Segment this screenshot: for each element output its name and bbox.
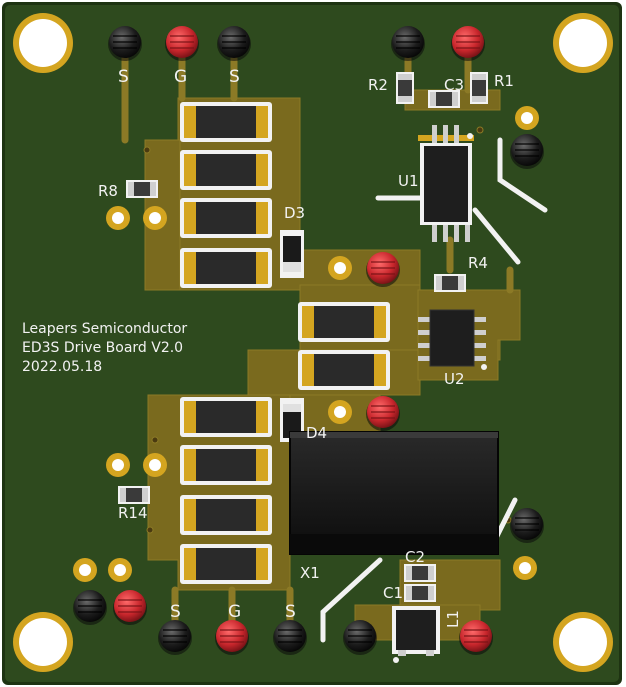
small-smd-5: [434, 274, 466, 292]
small-smd-4: [126, 180, 158, 198]
transformer-x1: [289, 431, 499, 555]
big-smd-5: [298, 302, 390, 342]
silk-bottom-pin-3: S: [285, 602, 296, 622]
small-smd-7: [404, 564, 436, 582]
silk-d3: D3: [284, 204, 305, 222]
big-smd-8: [180, 445, 272, 485]
silk-date: 2022.05.18: [22, 359, 102, 375]
ic-u2: [418, 309, 487, 370]
silk-l1: L1: [444, 610, 462, 628]
silk-x1: X1: [300, 564, 320, 582]
big-smd-6: [298, 350, 390, 390]
silk-r4: R4: [468, 254, 488, 272]
header-posts: [73, 26, 544, 655]
post-black-4: [391, 26, 425, 61]
small-smd-8: [404, 584, 436, 602]
silk-u1: U1: [398, 172, 419, 190]
silk-c1: C1: [383, 584, 403, 602]
inductor-l1: [392, 606, 440, 663]
silk-r8: R8: [98, 182, 118, 200]
mounting-holes: [13, 13, 613, 672]
vias: [143, 126, 512, 534]
post-red-5: [451, 26, 485, 61]
small-smd-2: [470, 72, 488, 104]
small-smd-1: [396, 72, 414, 104]
post-red-10: [113, 590, 147, 625]
post-black-14: [343, 620, 377, 655]
silk-r14: R14: [118, 504, 148, 522]
silk-u2: U2: [444, 370, 465, 388]
silk-r2: R2: [368, 76, 388, 94]
big-smd-9: [180, 495, 272, 535]
big-smd-4: [180, 248, 272, 288]
big-smd-10: [180, 544, 272, 584]
small-smd-parts: [118, 72, 488, 602]
silk-c3: C3: [444, 76, 464, 94]
silk-bottom-pin-1: S: [170, 602, 181, 622]
silk-c2: C2: [405, 548, 425, 566]
post-red-8: [366, 396, 400, 431]
silk-lines: [320, 137, 548, 643]
silk-company: Leapers Semiconductor: [22, 321, 187, 337]
big-smd-2: [180, 150, 272, 190]
post-black-11: [158, 620, 192, 655]
post-red-15: [459, 620, 493, 655]
small-smd-6: [118, 486, 150, 504]
silk-d4: D4: [306, 424, 327, 442]
post-black-3: [217, 26, 251, 61]
silk-bottom-pin-2: G: [228, 602, 241, 622]
post-red-7: [366, 252, 400, 287]
post-black-1: [108, 26, 142, 61]
ic-u1: [418, 125, 474, 242]
silkscreen-text: Leapers Semiconductor ED3S Drive Board V…: [22, 67, 514, 628]
post-black-9: [73, 590, 107, 625]
small-smd-3: [428, 90, 460, 108]
post-red-2: [165, 26, 199, 61]
big-smd-3: [180, 198, 272, 238]
big-smd-1: [180, 102, 272, 142]
post-black-13: [273, 620, 307, 655]
big-smd-7: [180, 397, 272, 437]
diode-d3: [280, 230, 304, 278]
silk-top-pin-2: G: [174, 67, 187, 87]
post-black-16: [510, 508, 544, 543]
post-red-12: [215, 620, 249, 655]
silk-top-pin-1: S: [118, 67, 129, 87]
post-black-6: [510, 134, 544, 169]
silk-product: ED3S Drive Board V2.0: [22, 340, 183, 356]
silk-top-pin-3: S: [229, 67, 240, 87]
silk-r1: R1: [494, 72, 514, 90]
big-smd-parts: [180, 102, 390, 584]
